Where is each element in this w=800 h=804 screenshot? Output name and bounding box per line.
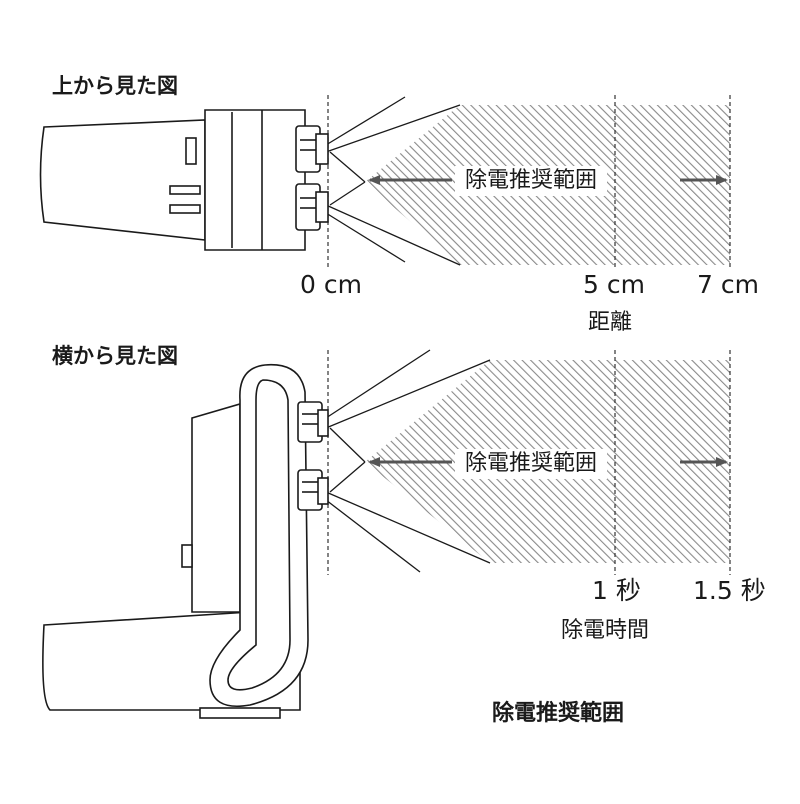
- side-tick-1-5s: 1.5 秒: [693, 576, 766, 605]
- top-axis-label: 距離: [588, 310, 633, 335]
- side-tick-1s: 1 秒: [592, 576, 641, 605]
- side-view: [42, 349, 731, 719]
- side-device-arm-inner: [227, 379, 291, 691]
- top-device-cable: [39, 119, 206, 241]
- side-axis-label: 除電時間: [561, 618, 650, 643]
- top-device: [39, 109, 329, 251]
- top-tick-7: 7 cm: [697, 270, 759, 299]
- top-band-label: 除電推奨範囲: [455, 166, 608, 196]
- top-view-title: 上から見た図: [52, 74, 178, 98]
- top-tick-5: 5 cm: [583, 270, 645, 299]
- side-cone-lines: [325, 349, 491, 573]
- recommended-range-caption: 除電推奨範囲: [492, 701, 625, 726]
- top-cone-lines: [325, 96, 461, 266]
- top-tick-0: 0 cm: [300, 270, 362, 299]
- side-band-label: 除電推奨範囲: [455, 449, 608, 479]
- side-device: [42, 363, 329, 719]
- top-view: [39, 95, 731, 268]
- top-device-housing: [204, 109, 306, 251]
- side-view-title: 横から見た図: [52, 344, 178, 368]
- side-device-back: [191, 402, 241, 613]
